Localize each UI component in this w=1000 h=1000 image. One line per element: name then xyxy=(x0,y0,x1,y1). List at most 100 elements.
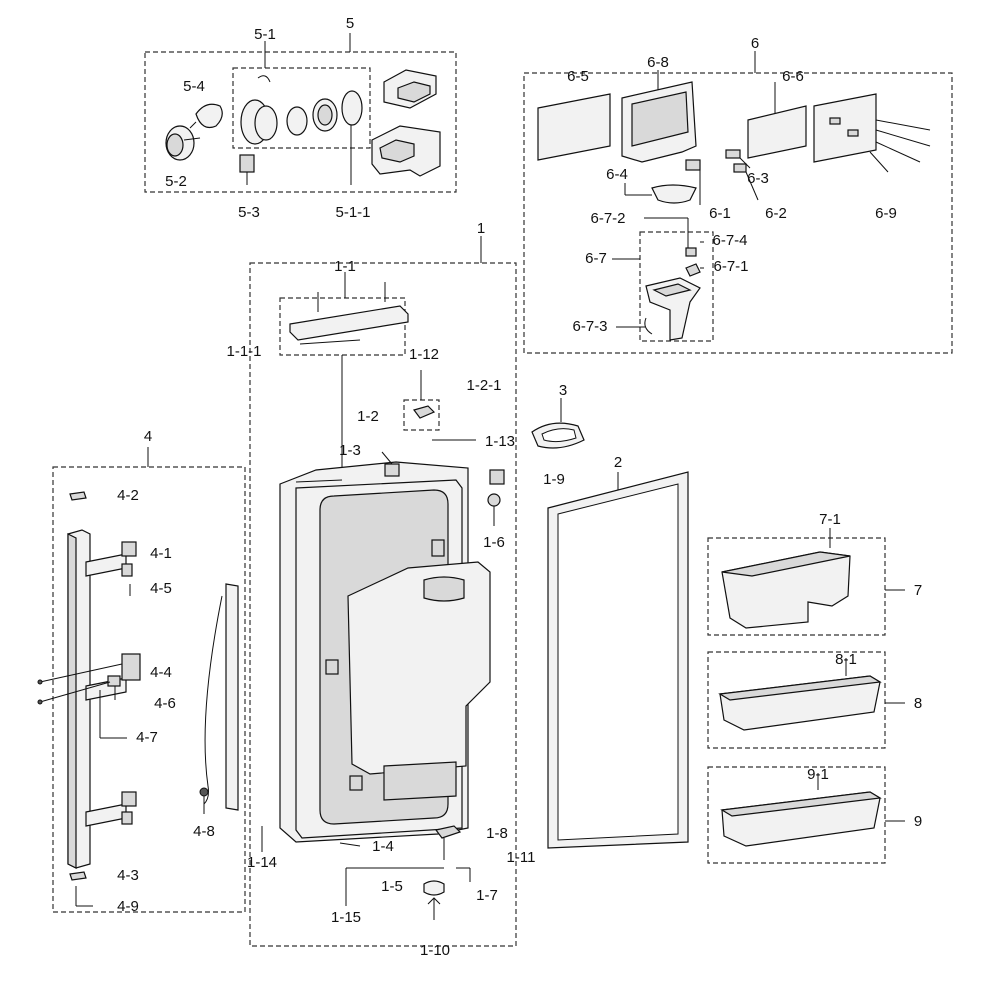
label-1-3: 1-3 xyxy=(339,442,361,459)
label-4-7: 4-7 xyxy=(136,729,158,746)
label-6-5: 6-5 xyxy=(567,68,589,85)
part-1-8 xyxy=(434,825,462,839)
label-5: 5 xyxy=(346,15,354,32)
group-6-box xyxy=(523,72,953,354)
label-6-7-1: 6-7-1 xyxy=(713,258,748,275)
label-4-5: 4-5 xyxy=(150,580,172,597)
label-1-11: 1-11 xyxy=(507,849,536,866)
part-1-2 xyxy=(412,405,436,419)
label-6-6: 6-6 xyxy=(782,68,804,85)
label-1-7: 1-7 xyxy=(476,887,498,904)
label-6-7-4: 6-7-4 xyxy=(712,232,747,249)
label-8-1: 8-1 xyxy=(835,651,857,668)
group-2-3: 2 3 xyxy=(531,382,689,849)
label-4-2: 4-2 xyxy=(117,487,139,504)
part-6-3 xyxy=(725,149,741,159)
label-1: 1 xyxy=(477,220,485,237)
label-2: 2 xyxy=(614,454,622,471)
label-8: 8 xyxy=(914,695,922,712)
group-7: 7-1 7 xyxy=(707,511,922,636)
label-6-4: 6-4 xyxy=(606,166,628,183)
group-7-box xyxy=(707,537,886,636)
part-5-1-1-coupler xyxy=(341,90,363,126)
group-1: 1 1-1 1-1-1 1-12 1-2-1 1-2 1-3 1-13 1-9 … xyxy=(226,220,564,959)
group-9-box xyxy=(707,766,886,864)
label-4-9: 4-9 xyxy=(117,898,139,915)
label-4-1: 4-1 xyxy=(150,545,172,562)
label-5-1-1: 5-1-1 xyxy=(335,204,370,221)
label-4-3: 4-3 xyxy=(117,867,139,884)
group-4: 4 4-2 4-1 4-5 4-4 4-6 4-7 4-8 4-3 4-9 xyxy=(37,428,246,915)
group-1-box xyxy=(249,262,517,947)
group-6: 6 6-5 6-8 6-6 6-3 6-4 6-1 6-2 6-9 6-7-2 … xyxy=(523,35,953,354)
part-6-2 xyxy=(733,163,747,173)
part-1-9 xyxy=(489,469,505,485)
part-5-3-bracket xyxy=(239,154,255,173)
part-4-6 xyxy=(107,675,121,687)
label-5-2: 5-2 xyxy=(165,173,187,190)
label-1-2-1: 1-2-1 xyxy=(466,377,501,394)
label-4-8: 4-8 xyxy=(193,823,215,840)
part-4-5 xyxy=(121,563,133,577)
label-1-1-1: 1-1-1 xyxy=(226,343,261,360)
group-8-box xyxy=(707,651,886,749)
label-9-1: 9-1 xyxy=(807,766,829,783)
group-5-1-box xyxy=(232,67,371,149)
label-4-4: 4-4 xyxy=(150,664,172,681)
group-8: 8-1 8 xyxy=(707,651,922,749)
part-1-6 xyxy=(487,493,501,507)
label-4-6: 4-6 xyxy=(154,695,176,712)
group-4-box xyxy=(52,466,246,913)
part-6-7-4 xyxy=(685,247,697,257)
label-1-6: 1-6 xyxy=(483,534,505,551)
part-1-1-hinge-plate xyxy=(289,305,409,341)
label-7-1: 7-1 xyxy=(819,511,841,528)
part-1-3 xyxy=(384,463,400,477)
label-6-1: 6-1 xyxy=(709,205,731,222)
label-1-12: 1-12 xyxy=(409,346,439,363)
label-3: 3 xyxy=(559,382,567,399)
part-1-5 xyxy=(423,880,445,896)
label-6-9: 6-9 xyxy=(875,205,897,222)
part-6-1 xyxy=(685,159,701,171)
label-6-7: 6-7 xyxy=(585,250,607,267)
group-5: 5 5-1 5-4 5-2 5-3 5-1-1 xyxy=(144,15,457,221)
part-6-7-lever xyxy=(645,277,701,341)
label-6-7-3: 6-7-3 xyxy=(572,318,607,335)
label-4: 4 xyxy=(144,428,152,445)
part-4-4 xyxy=(121,653,141,681)
part-6-5-panel xyxy=(537,93,611,161)
label-6-2: 6-2 xyxy=(765,205,787,222)
label-1-13: 1-13 xyxy=(485,433,515,450)
part-1-dispenser-recess xyxy=(347,561,491,775)
label-5-3: 5-3 xyxy=(238,204,260,221)
part-4-3-cap xyxy=(69,871,87,881)
part-4-1 xyxy=(121,541,137,557)
label-1-9: 1-9 xyxy=(543,471,565,488)
label-1-15: 1-15 xyxy=(331,909,361,926)
part-6-7-1 xyxy=(685,263,701,277)
part-4-8-strip xyxy=(225,583,239,811)
label-5-4: 5-4 xyxy=(183,78,205,95)
label-1-1: 1-1 xyxy=(334,258,356,275)
label-6: 6 xyxy=(751,35,759,52)
label-1-2: 1-2 xyxy=(357,408,379,425)
part-6-6-board xyxy=(747,105,807,159)
part-4-2-cap xyxy=(69,491,87,501)
group-6-7-box xyxy=(639,231,714,342)
label-1-10: 1-10 xyxy=(420,942,450,959)
part-6-4-chute xyxy=(651,184,697,204)
label-1-5: 1-5 xyxy=(381,878,403,895)
label-1-4: 1-4 xyxy=(372,838,394,855)
label-6-7-2: 6-7-2 xyxy=(590,210,625,227)
group-5-box xyxy=(144,51,457,193)
part-6-9-cover xyxy=(813,93,877,163)
label-9: 9 xyxy=(914,813,922,830)
label-6-8: 6-8 xyxy=(647,54,669,71)
label-1-8: 1-8 xyxy=(486,825,508,842)
label-1-14: 1-14 xyxy=(247,854,277,871)
part-5-4-knob xyxy=(195,103,223,129)
label-7: 7 xyxy=(914,582,922,599)
label-6-3: 6-3 xyxy=(747,170,769,187)
